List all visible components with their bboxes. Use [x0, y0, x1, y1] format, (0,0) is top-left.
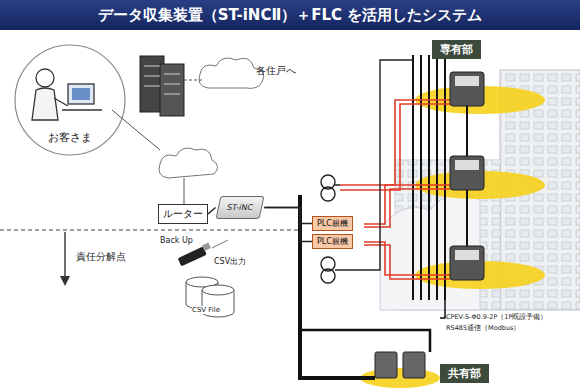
note-label: Back Up	[160, 236, 193, 245]
note-label: CSV出力	[214, 256, 246, 267]
note-label: RS485通信（Modbus）	[446, 324, 520, 333]
network-line	[112, 80, 202, 204]
area-label: 共有部	[440, 364, 489, 383]
connector	[208, 208, 216, 215]
leader-line	[440, 300, 445, 318]
plc-master-box: PLC親機	[312, 234, 353, 249]
node-text: 専有部	[440, 42, 473, 57]
connector	[264, 208, 312, 224]
note-label: 責任分解点	[76, 250, 126, 264]
node-text: ST-iNC	[226, 203, 254, 212]
meter-link	[466, 106, 468, 246]
node-text: 共有部	[448, 366, 481, 381]
note-label: CPEV-S-Φ0.9-2P（1P既設予備）	[446, 313, 547, 322]
note-label: CSV File	[192, 306, 220, 314]
rs485-bus	[300, 195, 375, 378]
node-text: ルーター	[163, 207, 203, 221]
csv-file-cylinder	[186, 277, 234, 317]
node-text: PLC親機	[317, 218, 348, 229]
connector	[264, 208, 312, 242]
cloud	[159, 58, 264, 178]
customer-circle: お客さま	[15, 45, 125, 155]
common-cable	[300, 330, 430, 352]
customer-circle	[15, 45, 125, 155]
node-text: PLC親機	[317, 236, 348, 247]
note-label: 各住戸へ	[256, 64, 296, 78]
title-banner: データ収集装置（ST-iNCⅡ）＋FLC を活用したシステム	[0, 0, 580, 30]
node-text: お客さま	[48, 130, 92, 145]
transformer-symbol	[321, 60, 413, 283]
plc-wiring	[340, 100, 450, 279]
boundary-arrowhead	[60, 276, 70, 286]
server-icon	[140, 56, 184, 116]
meter-zone	[360, 86, 545, 388]
main-wiring	[413, 55, 445, 300]
building	[380, 70, 580, 310]
boundary-arrow	[64, 232, 65, 282]
router-box: ルーター	[158, 204, 208, 224]
plc-master-box: PLC親機	[312, 216, 353, 231]
area-label: 専有部	[432, 40, 481, 59]
boundary-line	[0, 230, 300, 231]
data-collector: ST-iNC	[216, 196, 265, 219]
person-icon	[32, 69, 102, 120]
